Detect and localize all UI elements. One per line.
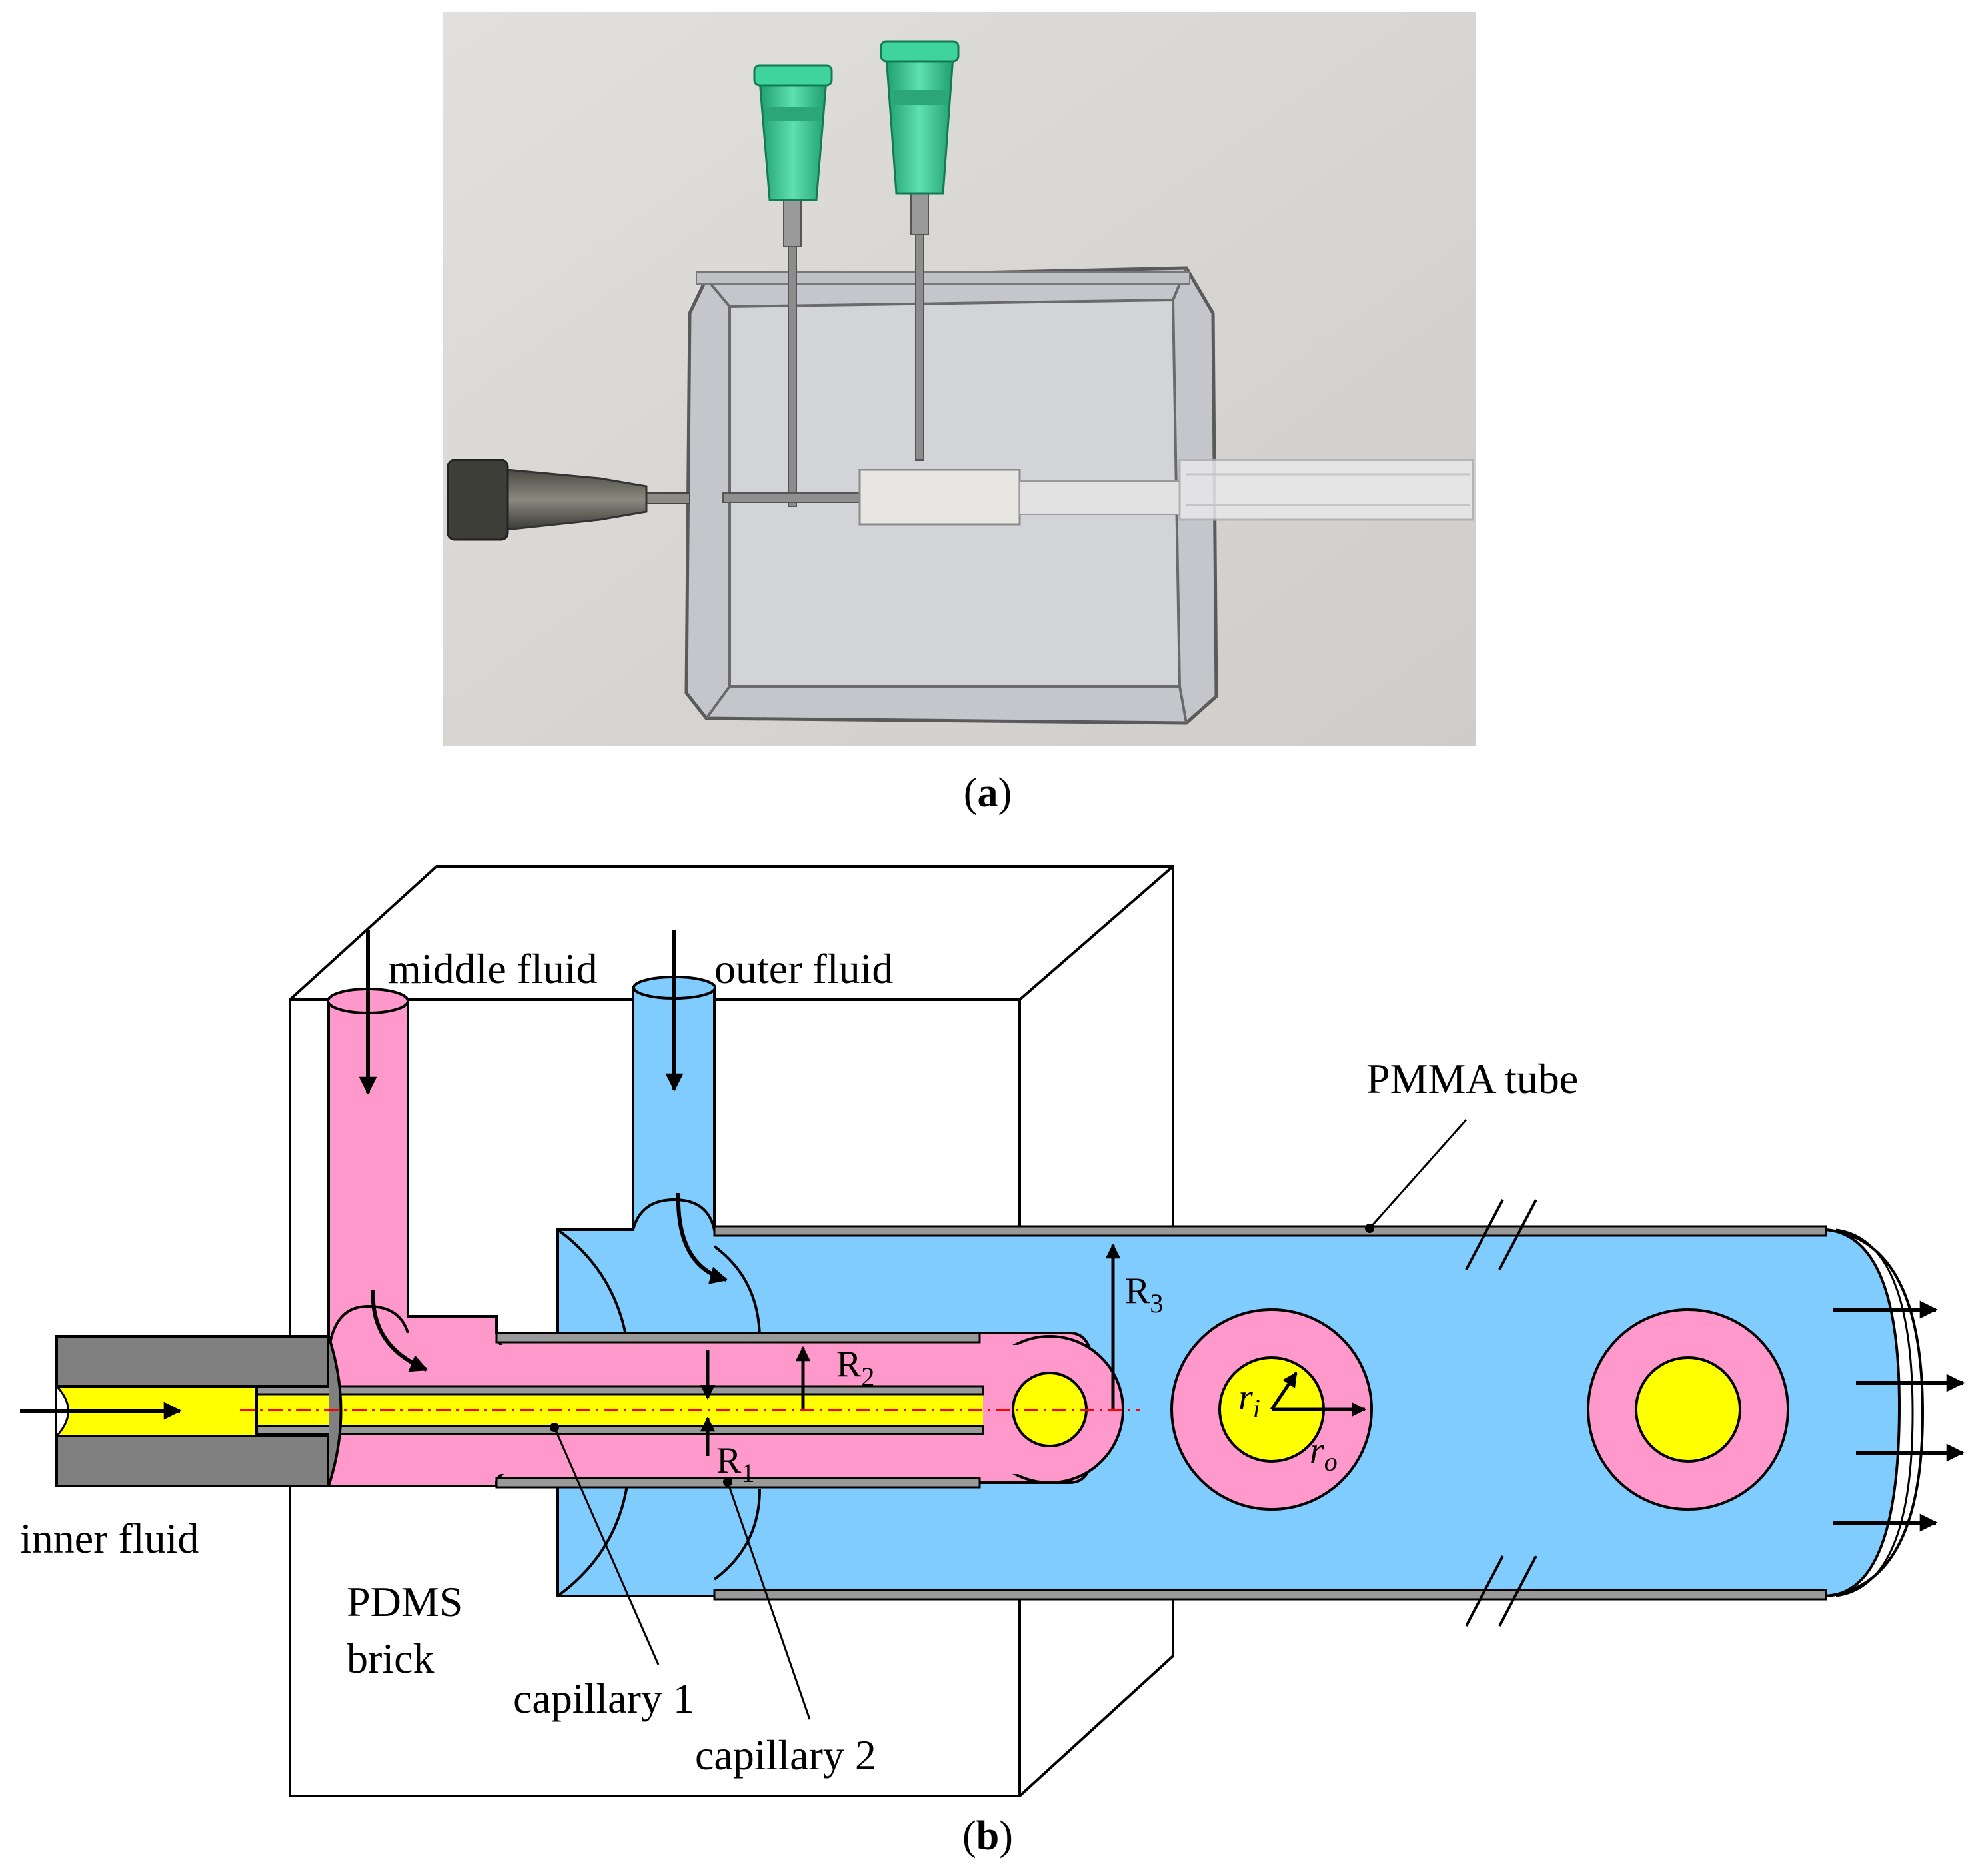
leader-dots [550, 1224, 1374, 1487]
ri-arrow [1270, 1372, 1298, 1411]
capillary-1-label: capillary 1 [513, 1675, 694, 1722]
outer-needle-photo [880, 40, 960, 461]
ro-symbol: ro [1310, 1430, 1338, 1477]
inner-fluid-label: inner fluid [20, 1515, 199, 1562]
outer-fluid-label: outer fluid [714, 945, 893, 992]
R3-symbol: R3 [1125, 1270, 1163, 1318]
pmma-tube-walls [713, 1225, 1827, 1601]
compound-drop-2 [1587, 1308, 1789, 1511]
dimension-arrows [700, 1243, 1367, 1456]
pmma-leader [1368, 1119, 1468, 1229]
panel-a-photo [443, 12, 1476, 746]
pdms-brick-label-line2: brick [347, 1635, 435, 1682]
inner-needle-hub-photo [447, 459, 690, 541]
middle-turn-arrow [371, 1289, 429, 1372]
outer-turn-arrow [676, 1192, 728, 1284]
R2-symbol: R2 [836, 1344, 874, 1392]
middle-needle-photo [753, 64, 833, 507]
flow-arrows [20, 930, 1965, 1532]
capillary-1-leader [553, 1427, 660, 1665]
horizontal-capillary-photo [722, 459, 1474, 526]
panel-b-caption: (b) [962, 1813, 1013, 1859]
pdms-brick-outline [289, 865, 1174, 1797]
leader-lines [553, 1119, 1468, 1720]
capillary-2-label: capillary 2 [695, 1731, 876, 1779]
capillary-2-leader [726, 1481, 811, 1720]
panel-b-diagram: middle fluid outer fluid PMMA tube inner… [20, 865, 1965, 1797]
R1-symbol: R1 [716, 1440, 754, 1488]
ri-symbol: ri [1238, 1377, 1260, 1423]
capillary-2-walls [495, 1332, 981, 1489]
middle-fluid-label: middle fluid [388, 945, 598, 992]
tube-break-marks [1465, 1199, 1537, 1627]
pdms-brick-label-line1: PDMS [347, 1578, 463, 1625]
panel-a-caption: (a) [964, 770, 1012, 816]
pmma-tube-label: PMMA tube [1366, 1055, 1578, 1102]
